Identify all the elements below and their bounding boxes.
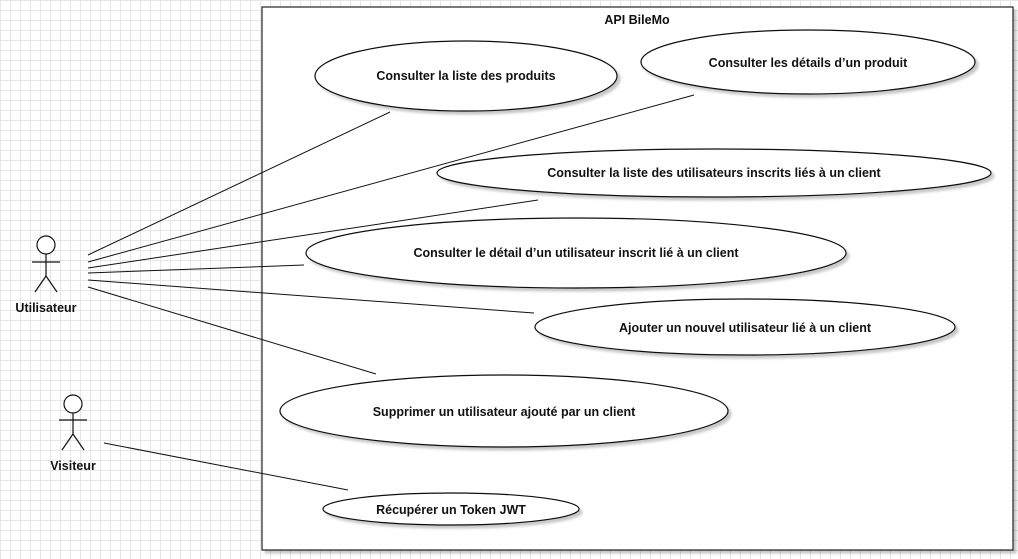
use-case-label: Ajouter un nouvel utilisateur lié à un c… — [619, 321, 872, 335]
association-visiteur-token-jwt — [103, 442, 349, 491]
actor-head — [63, 394, 83, 414]
use-case-label: Supprimer un utilisateur ajouté par un c… — [373, 405, 636, 419]
association-utilisateur-detail-utilisateur — [87, 264, 305, 274]
use-case-token-jwt: Récupérer un Token JWT — [322, 492, 580, 526]
association-utilisateur-liste-utilisateurs — [87, 199, 539, 269]
use-case-supprimer-utilisateur: Supprimer un utilisateur ajouté par un c… — [279, 374, 729, 448]
association-utilisateur-ajouter-utilisateur — [87, 279, 535, 314]
use-case-detail-utilisateur: Consulter le détail d’un utilisateur ins… — [305, 217, 847, 289]
system-title: API BileMo — [604, 13, 670, 27]
actor-head — [36, 235, 56, 255]
association-utilisateur-details-produit — [87, 94, 695, 263]
actor-left-leg — [61, 433, 74, 451]
association-utilisateur-supprimer-utilisateur — [87, 286, 377, 375]
use-case-ajouter-utilisateur: Ajouter un nouvel utilisateur lié à un c… — [534, 298, 956, 356]
use-case-label: Consulter la liste des produits — [376, 69, 555, 83]
associations — [87, 94, 695, 491]
actor-label-utilisateur: Utilisateur — [15, 301, 76, 315]
use-case-label: Consulter la liste des utilisateurs insc… — [547, 166, 881, 180]
use-case-details-produit: Consulter les détails d’un produit — [640, 29, 976, 95]
actor-label-visiteur: Visiteur — [50, 459, 96, 473]
use-case-label: Consulter le détail d’un utilisateur ins… — [413, 246, 739, 260]
association-utilisateur-liste-produits — [87, 111, 391, 256]
actor-left-leg — [34, 275, 47, 293]
use-case-label: Consulter les détails d’un produit — [709, 56, 908, 70]
actor-right-leg — [72, 433, 85, 451]
actor-utilisateur — [32, 235, 60, 293]
actor-visiteur — [59, 394, 87, 451]
use-case-liste-produits: Consulter la liste des produits — [314, 40, 618, 112]
actor-right-leg — [45, 275, 58, 293]
use-case-liste-utilisateurs: Consulter la liste des utilisateurs insc… — [436, 148, 992, 198]
use-case-label: Récupérer un Token JWT — [376, 503, 526, 517]
